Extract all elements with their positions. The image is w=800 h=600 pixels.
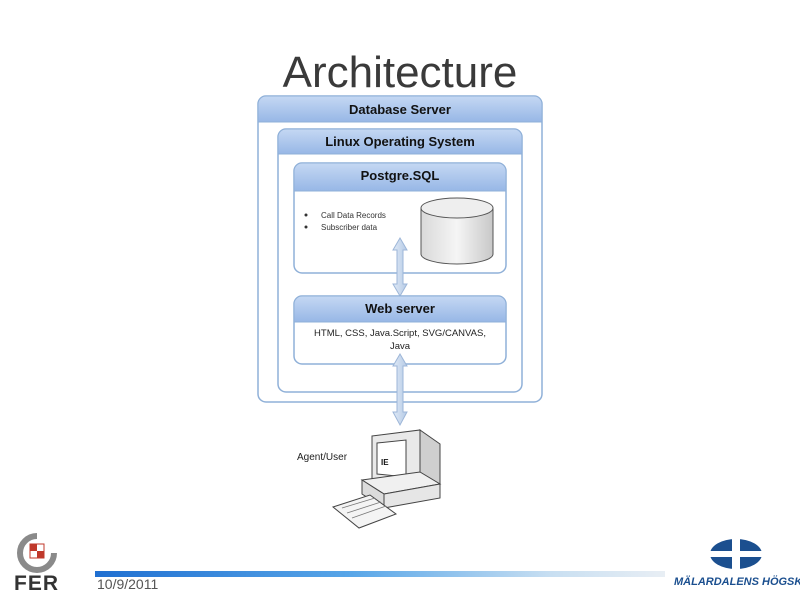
bullet-icon xyxy=(304,225,308,229)
database-server-label: Database Server xyxy=(349,102,451,117)
database-cylinder-icon xyxy=(420,197,494,265)
slide-title: Architecture xyxy=(282,48,518,97)
fer-emblem-icon xyxy=(17,533,57,573)
web-server-label: Web server xyxy=(365,301,435,316)
postgres-bullet-1: Call Data Records xyxy=(321,211,386,220)
fer-logo-text: FER xyxy=(14,572,59,595)
computer-icon: IE xyxy=(331,429,442,529)
screen-label: IE xyxy=(381,458,389,467)
postgresql-box: Postgre.SQL Call Data Records Subscriber… xyxy=(293,162,507,274)
footer-bar xyxy=(95,571,665,577)
web-tech-line-1: HTML, CSS, Java.Script, SVG/CANVAS, xyxy=(314,328,486,339)
mdh-logo-text: MÄLARDALENS HÖGSKOLA xyxy=(674,576,800,588)
arrow-web-agent-icon xyxy=(392,353,408,427)
postgresql-label: Postgre.SQL xyxy=(361,168,440,183)
mdh-logo: MÄLARDALENS HÖGSKOLA xyxy=(674,536,800,596)
footer-date: 10/9/2011 xyxy=(97,576,159,592)
fer-logo: FER xyxy=(12,532,62,595)
bullet-icon xyxy=(304,213,308,217)
postgres-bullet-2: Subscriber data xyxy=(321,223,378,232)
web-tech-line-2: Java xyxy=(390,341,411,352)
agent-user-label: Agent/User xyxy=(297,452,348,463)
mdh-emblem-icon xyxy=(708,538,764,570)
linux-os-label: Linux Operating System xyxy=(325,134,475,149)
